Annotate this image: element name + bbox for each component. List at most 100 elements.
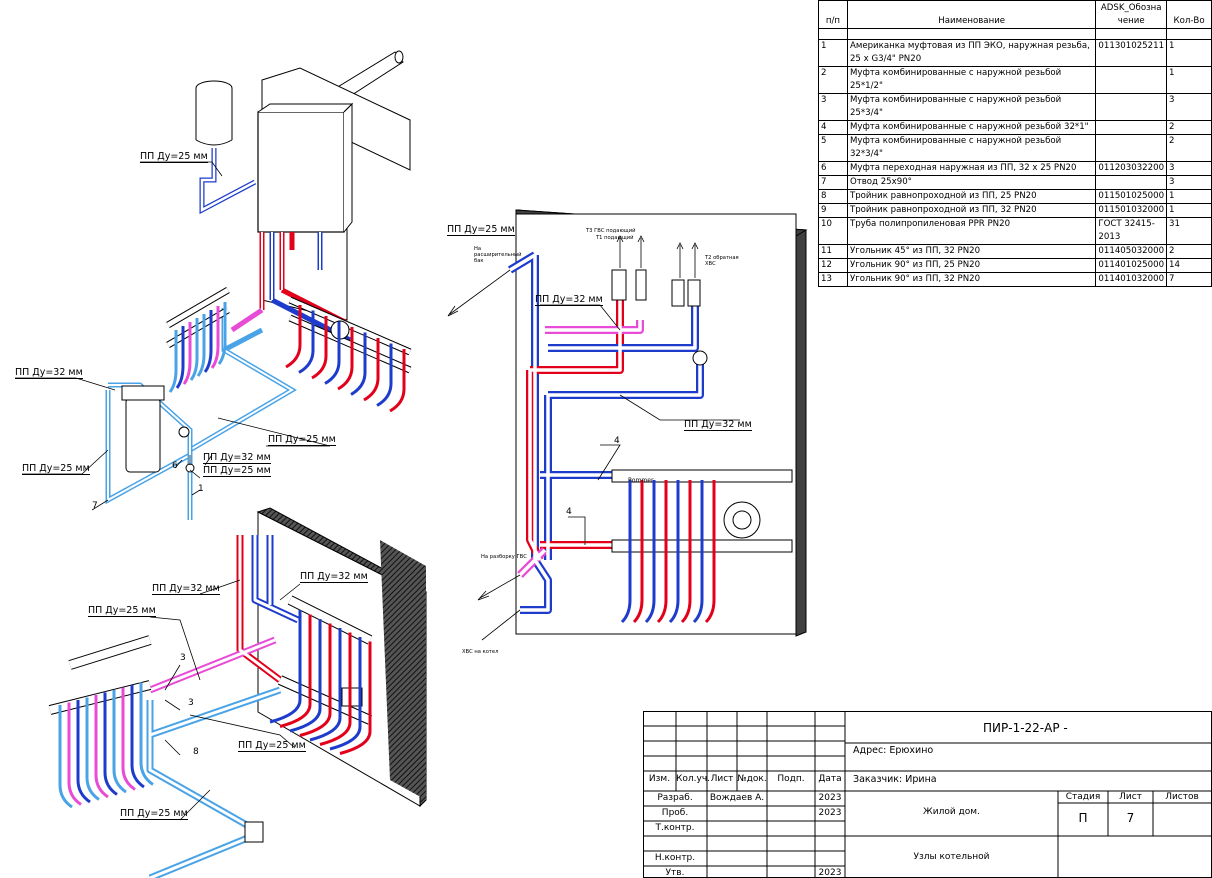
heating-loop-pipe [67, 702, 82, 806]
heating-loop-pipe [189, 318, 199, 381]
spec-cell-qty: 31 [1166, 217, 1212, 245]
header-date: Дата [818, 774, 842, 784]
sheet-header: Лист [1119, 792, 1142, 802]
heating-loop-pipe [620, 480, 632, 624]
heating-loop-pipe [168, 330, 178, 393]
heating-loop-pipe [692, 480, 704, 624]
heating-loop-pipe [279, 614, 312, 728]
callout-4a: 4 [614, 436, 620, 446]
label-pp32-right: ПП Ду=32 мм [535, 294, 603, 306]
heating-loop-pipe [389, 349, 406, 413]
heating-loop-pipe [656, 480, 668, 624]
label-pp25-bot-low: ПП Ду=25 мм [120, 808, 188, 820]
heating-loop-pipe [632, 480, 644, 624]
heating-loop-pipe [337, 327, 354, 391]
callout-8: 8 [193, 747, 199, 757]
label-pp25-small: ПП Ду=25 мм [203, 465, 271, 477]
label-pp32-bot2: ПП Ду=32 мм [300, 571, 368, 583]
row-utv: Утв. [665, 868, 685, 878]
heating-loop-pipe [644, 480, 656, 624]
razrab-date: 2023 [818, 793, 842, 803]
label-t1: Т1 подающий [596, 235, 634, 241]
razrab-name: Вождаев А. [709, 793, 765, 803]
spec-cell-code: 011301025211 [1095, 39, 1168, 67]
label-pp25-mid: ПП Ду=25 мм [268, 434, 336, 446]
utv-date: 2023 [818, 868, 842, 878]
heating-loop-pipe [339, 641, 372, 755]
spec-cell-num: 5 [818, 134, 848, 162]
spec-cell-num: 1 [818, 39, 848, 67]
label-pp25-right-top: ПП Ду=25 мм [447, 224, 515, 236]
callout-7: 7 [92, 501, 98, 511]
spec-cell-name: Муфта комбинированные с наружной резьбой… [846, 93, 1097, 121]
heating-loop-pipe [130, 685, 145, 789]
header-kol: Кол.уч. [676, 774, 711, 784]
heating-loop-pipe [269, 610, 302, 724]
label-pp32-small: ПП Ду=32 мм [203, 452, 271, 464]
label-pp25-bot: ПП Ду=25 мм [88, 605, 156, 617]
spec-cell-name: Муфта комбинированные с наружной резьбой… [846, 66, 1097, 94]
elevation-view [447, 209, 808, 641]
heating-loop-pipe [112, 690, 127, 794]
heating-loop-pipe [85, 697, 100, 801]
spec-cell-num: 3 [818, 93, 848, 121]
stage-header: Стадия [1065, 792, 1101, 802]
callout-3b: 3 [188, 698, 194, 708]
spec-cell-name: Муфта комбинированные с наружной резьбой… [846, 134, 1097, 162]
heating-loop-pipe [210, 306, 220, 369]
label-pp32-right-low: ПП Ду=32 мм [684, 419, 752, 431]
heating-loop-pipe [175, 326, 185, 389]
label-pp25-tank: ПП Ду=25 мм [140, 151, 208, 163]
heating-loop-pipe [121, 687, 136, 791]
heating-loop-pipe [139, 682, 154, 786]
spec-cell-qty: 3 [1166, 175, 1212, 190]
spec-cell-qty: 1 [1166, 39, 1212, 67]
label-pp32-filter: ПП Ду=32 мм [15, 367, 83, 379]
heating-loop-pipe [299, 623, 332, 737]
spec-cell-name: Угольник 90° из ПП, 32 PN20 [846, 272, 1097, 287]
water-filter [105, 382, 195, 520]
heating-loop-pipe [668, 480, 680, 624]
spec-header-num: п/п [818, 0, 848, 29]
label-t2: Т2 обратная ХВС [705, 255, 739, 267]
label-pp25-bot-mid: ПП Ду=25 мм [238, 740, 306, 752]
heating-loop-pipe [76, 700, 91, 804]
label-pp32-bot: ПП Ду=32 мм [152, 583, 220, 595]
heating-loop-pipe [94, 695, 109, 799]
customer: Заказчик: Ирина [853, 774, 937, 785]
title-block: ПИР-1-22-АР - Адрес: Ерюхино Заказчик: И… [643, 711, 1212, 878]
spec-header-qty: Кол-Во [1166, 0, 1212, 29]
stage-value: П [1078, 811, 1088, 825]
sheets-header: Листов [1165, 792, 1199, 802]
header-izm: Изм. [648, 774, 671, 784]
heating-loop-pipe [324, 321, 341, 385]
bottom-assembly [48, 507, 428, 878]
header-sign: Подп. [777, 774, 805, 784]
heating-loop-pipe [376, 343, 393, 407]
heating-loop-pipe [217, 302, 227, 365]
label-xvs: ХВС на котел [462, 649, 499, 655]
heating-loop-pipe [363, 338, 380, 402]
callout-1: 1 [198, 484, 204, 494]
heating-loop-pipe [58, 705, 73, 809]
callout-4b: 4 [566, 507, 572, 517]
label-dhw: На разборку ГВС [481, 554, 527, 560]
heating-loop-pipe [285, 305, 302, 369]
specification-table: п/п Наименование ADSK_Обозначение Кол-Во… [818, 0, 1212, 287]
address: Адрес: Ерюхино [853, 745, 934, 756]
wall-panel [515, 213, 797, 635]
header-doc: №док. [737, 774, 767, 784]
heating-loop-pipe [309, 628, 342, 742]
heating-loop-pipe [704, 480, 716, 624]
row-razrab: Разраб. [657, 793, 693, 803]
document-code: ПИР-1-22-АР - [983, 721, 1068, 735]
row-nkontr: Н.контр. [654, 853, 696, 863]
